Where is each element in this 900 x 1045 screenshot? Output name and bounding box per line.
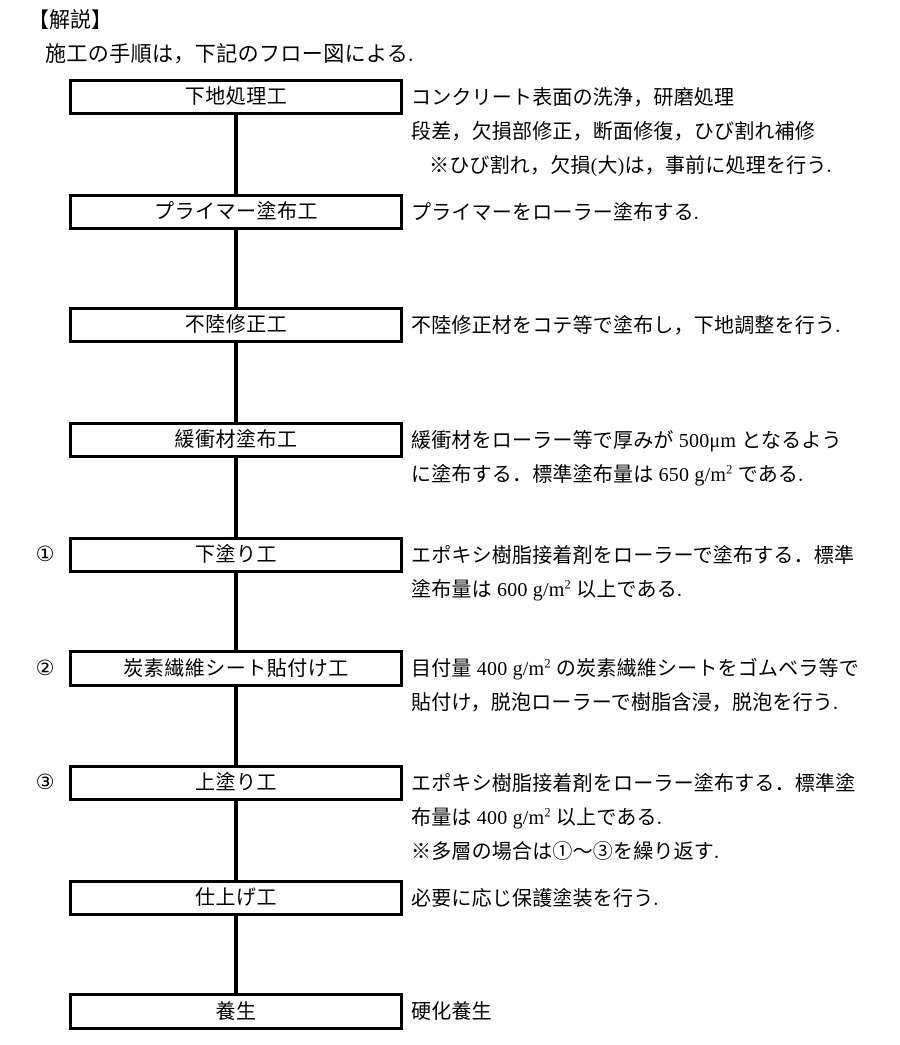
flow-connector-8	[234, 915, 238, 994]
description-line: エポキシ樹脂接着剤をローラー塗布する．標準塗	[411, 773, 856, 795]
flow-box-shitanuriko[interactable]: 下塗り工	[69, 537, 403, 573]
flow-box-label: 下地処理工	[184, 86, 288, 108]
description-line: 硬化養生	[411, 1001, 492, 1023]
step-marker-tansoseni-sheet-haritsuke: ②	[35, 655, 55, 680]
flow-box-furiku-shuseiko[interactable]: 不陸修正工	[69, 307, 403, 343]
description-line: 目付量 400 g/m2 の炭素繊維シートをゴムベラ等で	[411, 656, 859, 680]
flow-box-label: 緩衝材塗布工	[174, 429, 298, 451]
flow-connector-5	[234, 572, 238, 651]
step-marker-shitanuriko: ①	[35, 542, 55, 566]
description-line: 布量は 400 g/m2 以上である.	[411, 805, 662, 829]
flow-box-shitaji-shorik[interactable]: 下地処理工	[69, 79, 403, 115]
flow-box-kanshouzai-tofuko[interactable]: 緩衝材塗布工	[69, 422, 403, 458]
flow-connector-6	[234, 686, 238, 766]
flow-connector-1	[234, 114, 238, 195]
flow-connector-7	[234, 800, 238, 881]
step-marker-uwanuriko: ③	[35, 770, 55, 794]
flow-box-label: 養生	[215, 1000, 257, 1023]
flow-box-youjou[interactable]: 養生	[69, 993, 403, 1030]
description-line: 緩衝材をローラー等で厚みが 500μm となるよう	[411, 430, 842, 452]
flow-box-label: 下塗り工	[195, 544, 277, 566]
flow-box-primer-tofuko[interactable]: プライマー塗布工	[69, 194, 403, 230]
description-line: エポキシ樹脂接着剤をローラーで塗布する．標準	[411, 545, 855, 567]
flow-box-label: 仕上げ工	[195, 887, 277, 909]
flow-connector-2	[234, 229, 238, 308]
flow-box-label: 上塗り工	[195, 772, 277, 794]
flow-description-kanshouzai-tofuko: 緩衝材をローラー等で厚みが 500μm となるように塗布する．標準塗布量は 65…	[411, 424, 900, 492]
flow-description-uwanuriko: エポキシ樹脂接着剤をローラー塗布する．標準塗布量は 400 g/m2 以上である…	[411, 767, 900, 869]
flow-box-label: 炭素繊維シート貼付け工	[123, 657, 349, 680]
lead-paragraph: 施工の手順は，下記のフロー図による.	[45, 42, 414, 66]
flow-description-shitanuriko: エポキシ樹脂接着剤をローラーで塗布する．標準塗布量は 600 g/m2 以上であ…	[411, 539, 900, 607]
flow-box-label: プライマー塗布工	[154, 201, 318, 223]
flow-description-furiku-shuseiko: 不陸修正材をコテ等で塗布し，下地調整を行う.	[411, 309, 900, 343]
description-line: 段差，欠損部修正，断面修復，ひび割れ補修	[411, 121, 815, 143]
description-line: 塗布量は 600 g/m2 以上である.	[411, 577, 683, 601]
flow-description-tansoseni-sheet-haritsuke: 目付量 400 g/m2 の炭素繊維シートをゴムベラ等で貼付け，脱泡ローラーで樹…	[411, 652, 900, 720]
description-line: に塗布する．標準塗布量は 650 g/m2 である.	[411, 462, 804, 486]
description-line: 必要に応じ保護塗装を行う.	[411, 888, 659, 910]
description-line: ※多層の場合は①〜③を繰り返す.	[411, 841, 720, 863]
flow-connector-3	[234, 342, 238, 423]
description-line: プライマーをローラー塗布する.	[411, 202, 699, 224]
flow-box-tansoseni-sheet-haritsuke[interactable]: 炭素繊維シート貼付け工	[69, 650, 403, 687]
description-line: コンクリート表面の洗浄，研磨処理	[411, 87, 735, 109]
flow-connector-4	[234, 457, 238, 538]
section-heading: 【解説】	[28, 8, 112, 32]
flow-description-shitaji-shorik: コンクリート表面の洗浄，研磨処理段差，欠損部修正，断面修復，ひび割れ補修 ※ひび割…	[411, 81, 900, 183]
flow-description-youjou: 硬化養生	[411, 995, 900, 1029]
description-line: 貼付け，脱泡ローラーで樹脂含浸，脱泡を行う.	[411, 692, 839, 714]
description-line: ※ひび割れ，欠損(大)は，事前に処理を行う.	[429, 155, 832, 177]
flow-description-shiagek: 必要に応じ保護塗装を行う.	[411, 882, 900, 916]
flow-box-label: 不陸修正工	[184, 314, 288, 336]
flow-box-uwanuriko[interactable]: 上塗り工	[69, 765, 403, 801]
description-line: 不陸修正材をコテ等で塗布し，下地調整を行う.	[411, 315, 841, 337]
flow-box-shiagek[interactable]: 仕上げ工	[69, 880, 403, 916]
flow-description-primer-tofuko: プライマーをローラー塗布する.	[411, 196, 900, 230]
